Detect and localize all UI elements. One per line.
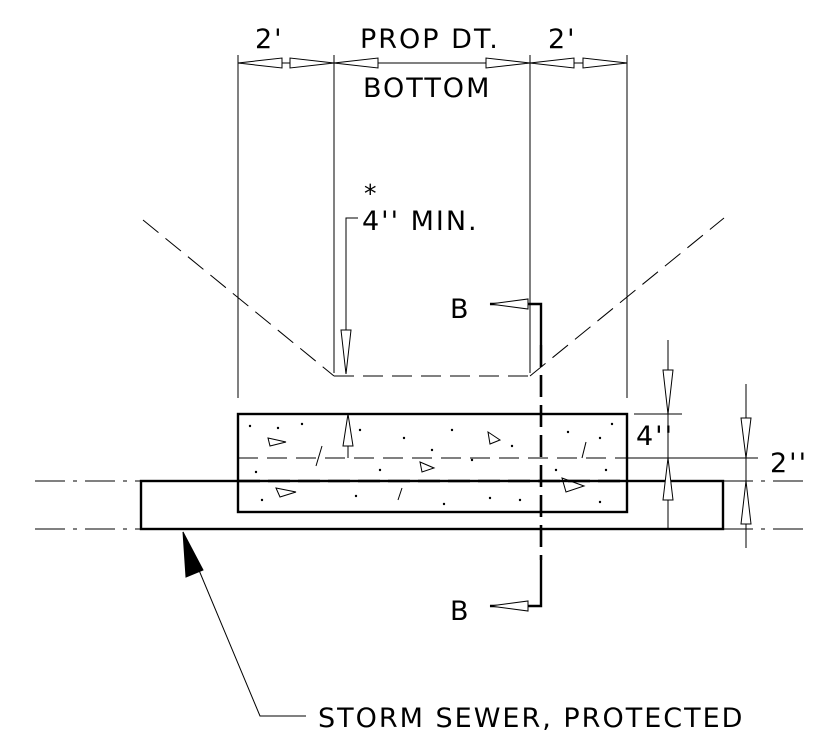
slab-thickness-label: 4'': [636, 421, 674, 452]
section-arrow-bottom: [489, 600, 529, 612]
top-dimension-line: [237, 57, 628, 69]
section-cut-b: [489, 298, 543, 612]
dim-arrow: [582, 57, 628, 69]
dim-right-label: 2': [548, 24, 577, 55]
callout-leader: [182, 531, 306, 717]
pipe-offset-label: 2'': [770, 448, 808, 479]
section-label-bottom: B: [450, 596, 471, 627]
section-arrow-top: [489, 298, 529, 310]
dim-arrow: [740, 417, 752, 459]
concrete-slab: [236, 412, 629, 514]
dim-arrow: [485, 57, 531, 69]
callout-label: STORM SEWER, PROTECTED: [318, 703, 744, 734]
asterisk-note: *: [364, 179, 378, 208]
min-depth-leader: [340, 217, 358, 375]
min-depth-label: 4'' MIN.: [362, 206, 479, 237]
dim-arrow: [662, 457, 674, 501]
slab-inner-dimension: [342, 413, 354, 458]
dim-arrow: [740, 480, 752, 525]
dim-arrow: [289, 57, 335, 69]
pipe-outline: [139, 479, 725, 531]
bottom-label: BOTTOM: [363, 73, 491, 104]
trench-slope-left: [142, 219, 335, 377]
prop-dt-label: PROP DT.: [360, 24, 500, 55]
trench-outline: [142, 217, 725, 377]
section-cut-bottom-leg: [490, 560, 543, 608]
concrete-hatch: [248, 422, 614, 506]
dim-arrow: [237, 57, 283, 69]
trench-slope-right: [529, 217, 725, 377]
extension-lines: [237, 55, 628, 398]
cover-dimension: [634, 340, 682, 528]
slab-outline: [236, 412, 629, 514]
storm-sewer-pipe: [35, 479, 810, 531]
leader-arrow: [340, 329, 352, 375]
dim-arrow: [529, 57, 575, 69]
section-label-top: B: [450, 294, 471, 325]
section-cut-top-leg: [490, 302, 543, 345]
offset-dimension: [627, 384, 758, 548]
dim-arrow: [333, 57, 379, 69]
dim-left-label: 2': [255, 24, 284, 55]
dim-arrow: [662, 369, 674, 415]
callout-arrow: [182, 531, 204, 578]
